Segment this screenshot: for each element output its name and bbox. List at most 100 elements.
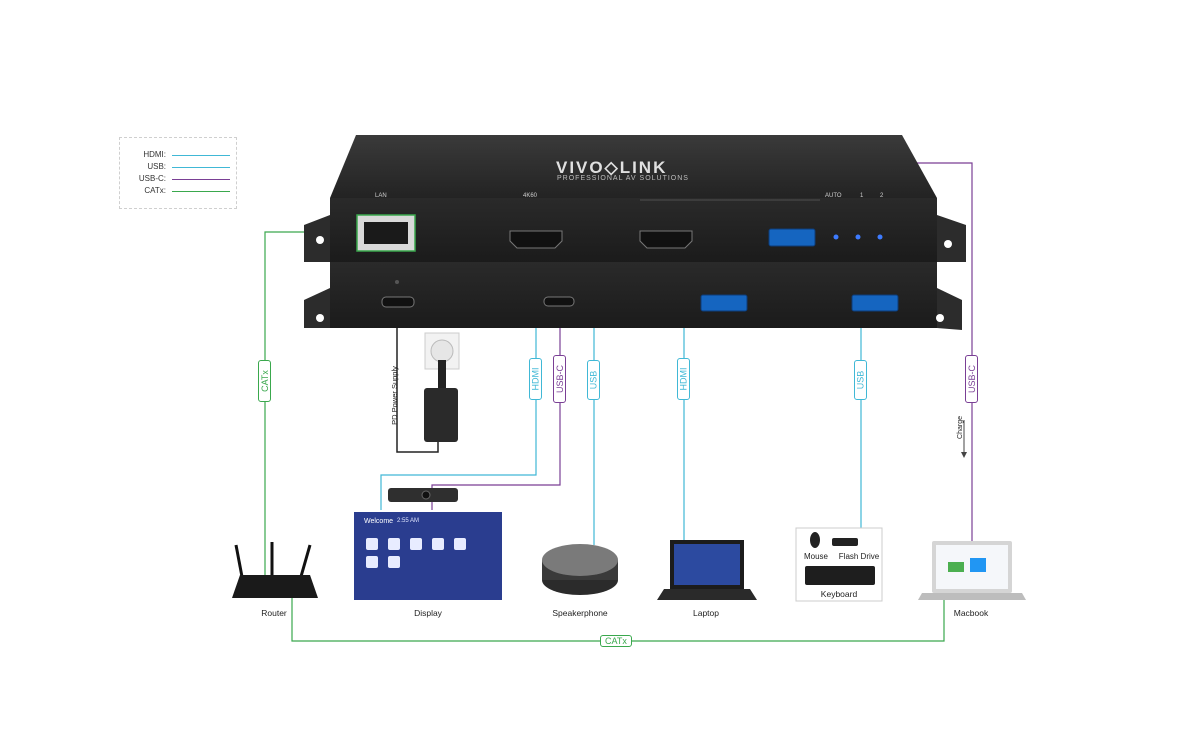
display-screen [354,512,502,600]
catx-tag-vertical: CATx [258,360,271,402]
macbook [918,541,1026,600]
hdmi-tag-laptop: HDMI [677,358,690,400]
charge-tag: Charge [954,412,966,442]
legend-row-catx: CATx: [120,186,238,198]
power-indicator [395,280,399,284]
charge-arrow-head [961,452,967,458]
hdmi-in-port [509,230,563,249]
keyboard-hub [795,527,883,602]
legend-row-hdmi: HDMI: [120,150,238,162]
macbook-label: Macbook [953,608,989,618]
hdmi-out-port [639,230,693,249]
pd-power-tag: PD Power Supply [388,345,400,445]
legend-row-usbc: USB-C: [120,174,238,186]
usb-tag-keyboard-text: USB [855,370,866,390]
macbook-chart-2 [970,558,986,572]
laptop-screen [674,544,740,585]
upper-device [304,135,966,262]
auto-label: AUTO [825,193,842,199]
speakerphone [542,544,618,595]
catx-tag-bottom: CATx [600,635,632,647]
legend-label-usbc: USB-C: [138,174,166,183]
usb-tag-keyboard: USB [854,360,867,400]
brand-tagline: PROFESSIONAL AV SOLUTIONS [557,175,689,182]
legend-label-hdmi: HDMI: [143,150,166,159]
lan-label: LAN [375,193,387,199]
legend-line-hdmi [172,155,230,156]
router-label: Router [261,608,287,618]
speakerphone-label: Speakerphone [552,608,608,618]
mouse-label: Mouse [803,552,829,561]
legend-label-catx: CATx: [144,186,166,195]
display-app-icon-6 [366,556,378,568]
port-2-label: 2 [880,193,884,199]
display-welcome-text: Welcome [364,518,394,525]
lower-device-front [330,262,937,328]
pd-power-cable [396,315,439,453]
usbc-port [543,296,575,307]
upper-device-front [330,198,937,262]
usb-tag-speaker: USB [587,360,600,400]
display-app-icon-1 [366,538,378,550]
usbc-tag-display: USB-C [553,355,566,403]
charge-text: Charge [956,415,964,439]
router-antenna-3 [298,544,312,581]
display-label: Display [414,608,442,618]
legend: HDMI: USB: USB-C: CATx: [119,137,237,209]
status-led-1 [833,234,839,240]
plug-cord [438,360,446,388]
hdmi-tag-laptop-text: HDMI [678,367,689,391]
lower-right-screw-hole [936,314,944,322]
brand-logo: VIVO◇LINK [556,158,668,177]
lower-right-bracket [937,288,962,330]
keyboard-label: Keyboard [820,589,858,599]
power-adapter [424,332,460,442]
usb-port-lower-2 [851,294,899,312]
display-app-icon-2 [388,538,400,550]
display-app-icon-4 [432,538,444,550]
port-1-label: 1 [860,193,864,199]
router-body [232,575,318,598]
display-app-icon-7 [388,556,400,568]
power-usbc-port [381,296,415,308]
legend-line-usb [172,167,230,168]
usb-port-top [768,228,816,247]
upper-right-bracket [937,215,966,262]
legend-row-usb: USB: [120,162,238,174]
laptop [657,540,757,600]
legend-label-usb: USB: [147,162,166,171]
laptop-label: Laptop [693,608,719,618]
usbc-cable-macbook [904,162,973,545]
keyboard-shape [805,566,875,585]
macbook-base [918,593,1026,600]
display-time-text: 2:55 AM [397,518,420,524]
legend-line-usbc [172,179,230,180]
upper-device-top [330,135,937,198]
lower-left-bracket [304,288,330,328]
usbc-tag-macbook: USB-C [965,355,978,403]
usbc-tag-display-text: USB-C [554,364,565,394]
lan-port-socket [364,222,408,244]
camera-lens [421,490,431,500]
upper-right-screw-hole [944,240,952,248]
usb-tag-speaker-text: USB [588,370,599,390]
port-4k60-label: 4K60 [523,193,538,199]
usb-port-lower-1 [700,294,748,312]
mouse-shape [810,532,820,548]
hdmi-tag-display: HDMI [529,358,542,400]
usbc-tag-macbook-text: USB-C [966,364,977,394]
outlet-socket [430,339,454,363]
hdmi-tag-display-text: HDMI [530,367,541,391]
power-brick [424,388,458,442]
display [354,488,502,600]
catx-tag-bottom-text: CATx [605,636,627,646]
display-app-icon-5 [454,538,466,550]
lower-device [304,262,962,330]
laptop-base [657,589,757,600]
macbook-chart-1 [948,562,964,572]
legend-line-catx [172,191,230,192]
status-led-3 [877,234,883,240]
lower-left-screw-hole [316,314,324,322]
